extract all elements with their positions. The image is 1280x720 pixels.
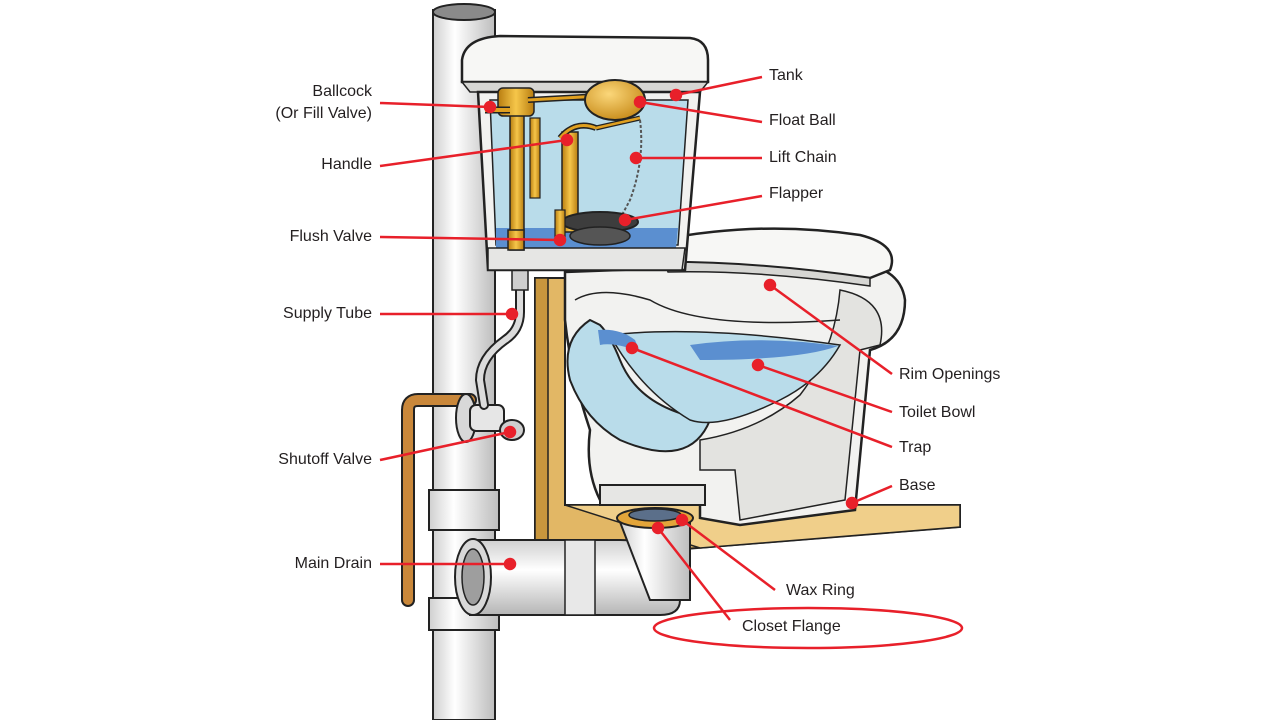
label-handle: Handle xyxy=(321,156,372,173)
leader-rim-openings xyxy=(769,283,893,376)
leader-closet-flange xyxy=(657,527,731,621)
dot-closet-flange xyxy=(651,521,665,535)
label-lift-chain: Lift Chain xyxy=(769,149,837,166)
label-trap: Trap xyxy=(899,439,932,456)
label-wax-ring: Wax Ring xyxy=(786,582,855,599)
label-toilet-bowl: Toilet Bowl xyxy=(899,404,976,421)
dot-float-ball xyxy=(633,95,647,109)
dot-wax-ring xyxy=(675,513,689,527)
toilet-bowl-shape xyxy=(563,260,907,527)
dot-lift-chain xyxy=(629,151,643,165)
leader-lines xyxy=(379,75,893,621)
dot-supply-tube xyxy=(505,307,519,321)
dot-flush-valve xyxy=(553,233,567,247)
dot-flapper xyxy=(618,213,632,227)
tank-internals xyxy=(485,79,646,251)
leader-tank xyxy=(675,75,763,97)
label-shutoff-valve: Shutoff Valve xyxy=(278,451,372,468)
dot-ballcock xyxy=(483,100,497,114)
main-drain-pipe xyxy=(454,521,691,616)
dot-main-drain xyxy=(503,557,517,571)
label-supply-tube: Supply Tube xyxy=(283,305,372,322)
leader-flapper xyxy=(624,194,763,222)
leader-handle xyxy=(379,138,568,168)
leader-shutoff-valve xyxy=(379,430,511,462)
label-ballcock: Ballcock (Or Fill Valve) xyxy=(240,81,372,125)
leader-trap xyxy=(631,346,893,449)
copper-supply-pipe xyxy=(401,393,477,607)
label-flapper: Flapper xyxy=(769,185,824,202)
label-float-ball: Float Ball xyxy=(769,112,836,129)
dot-rim-openings xyxy=(763,278,777,292)
leader-toilet-bowl xyxy=(757,363,893,414)
leader-flush-valve xyxy=(379,235,561,242)
label-main-drain: Main Drain xyxy=(294,555,372,572)
leader-base xyxy=(851,484,893,505)
dot-base xyxy=(845,496,859,510)
label-ballcock-line2: (Or Fill Valve) xyxy=(275,105,372,122)
label-base: Base xyxy=(899,477,936,494)
dot-shutoff-valve xyxy=(503,425,517,439)
leader-ballcock xyxy=(379,101,491,109)
label-tank: Tank xyxy=(769,67,803,84)
label-ballcock-line1: Ballcock xyxy=(312,83,372,100)
label-closet-flange: Closet Flange xyxy=(742,618,841,635)
closet-flange-highlight xyxy=(652,606,964,650)
leader-float-ball xyxy=(639,100,763,124)
dot-handle xyxy=(560,133,574,147)
dot-toilet-bowl xyxy=(751,358,765,372)
supply-tube-shape xyxy=(474,267,529,410)
dot-trap xyxy=(625,341,639,355)
label-flush-valve: Flush Valve xyxy=(289,228,372,245)
leader-wax-ring xyxy=(681,519,776,591)
dot-tank xyxy=(669,88,683,102)
label-rim-openings: Rim Openings xyxy=(899,366,1001,383)
